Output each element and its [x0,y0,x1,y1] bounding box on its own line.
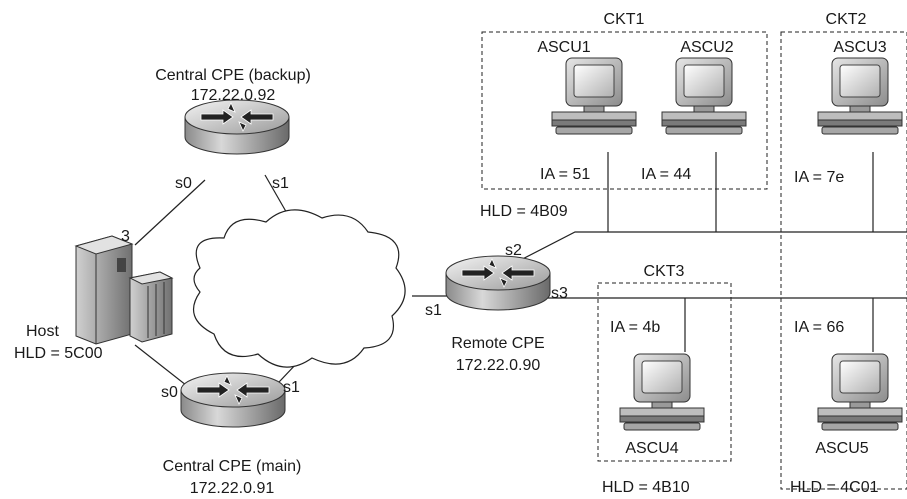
ascu3-name: ASCU3 [833,39,886,56]
terminal-ascu1 [551,57,637,135]
backup-port-s0: s0 [175,175,192,192]
remote-router-name: Remote CPE [451,335,544,352]
terminal-ascu2 [661,57,747,135]
ascu1-ia: IA = 51 [540,166,590,183]
terminal-ascu3 [817,57,903,135]
ascu4-ia: IA = 4b [610,319,660,336]
circuit-label-ckt3: CKT3 [644,263,685,280]
host-port-label: 3 [121,228,130,245]
router-central-main [180,372,286,428]
terminal-ascu5 [817,353,903,431]
ascu3-ia: IA = 7e [794,169,844,186]
link-remote-s2 [504,231,907,269]
main-router-name: Central CPE (main) [163,458,302,475]
remote-router-ip: 172.22.0.90 [456,357,541,374]
ascu2-ia: IA = 44 [641,166,691,183]
wan-cloud [192,209,406,368]
ascu4-name: ASCU4 [625,440,678,457]
ascu5-ia: IA = 66 [794,319,844,336]
router-central-backup [184,99,290,155]
router-remote-cpe [445,255,551,311]
ascu5-name: ASCU5 [815,440,868,457]
circuit-box-ckt3 [597,282,732,462]
terminal-ascu4 [619,353,705,431]
hld-ckt3: HLD = 4B10 [602,479,690,496]
host-server [74,235,174,345]
link-host-backup [134,179,206,246]
ascu2-name: ASCU2 [680,39,733,56]
circuit-box-ckt2 [780,31,907,490]
main-port-s0: s0 [161,384,178,401]
host-hld: HLD = 5C00 [14,345,103,362]
backup-port-s1: s1 [272,175,289,192]
main-router-ip: 172.22.0.91 [190,480,275,497]
circuit-label-ckt1: CKT1 [604,11,645,28]
hld-ckt1: HLD = 4B09 [480,203,568,220]
ascu1-name: ASCU1 [537,39,590,56]
remote-port-s1: s1 [425,302,442,319]
remote-port-s3: s3 [551,285,568,302]
host-name: Host [26,323,59,340]
circuit-box-ckt1 [481,31,768,190]
hld-ckt2: HLD = 4C01 [790,479,879,496]
circuit-label-ckt2: CKT2 [826,11,867,28]
backup-router-name: Central CPE (backup) [155,67,311,84]
backup-router-ip: 172.22.0.92 [191,87,276,104]
links [134,152,907,401]
main-port-s1: s1 [283,379,300,396]
remote-port-s2: s2 [505,242,522,259]
